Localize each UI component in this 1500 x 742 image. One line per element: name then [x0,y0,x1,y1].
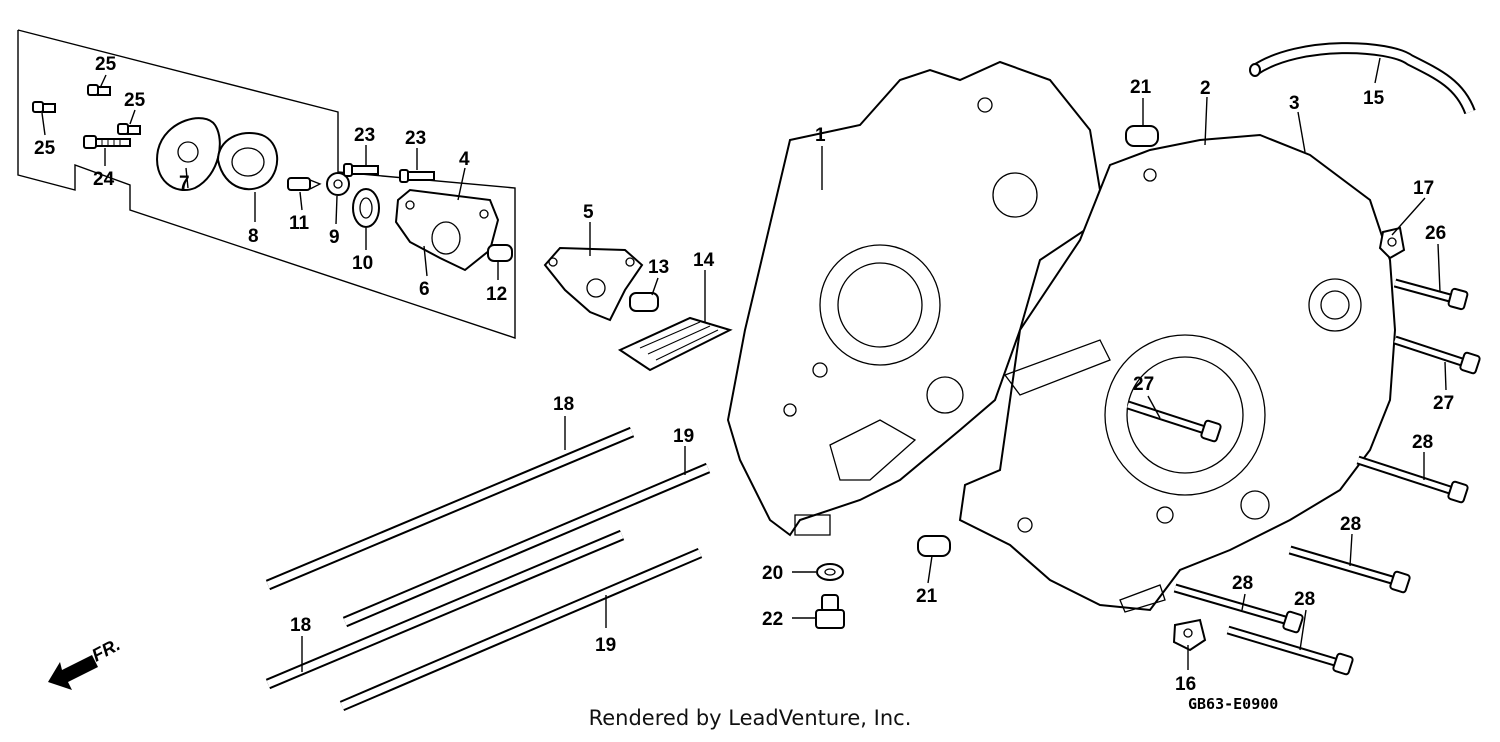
bolt-part-27b [1126,400,1222,443]
pin-part-11 [287,177,322,191]
callout-25c: 25 [124,90,146,111]
callout-23a: 23 [354,125,375,146]
collar-part-13 [629,292,659,312]
stud-part-19b [339,547,703,712]
bolt-part-28b [1288,545,1411,594]
callout-23b: 23 [405,128,426,149]
callout-25b: 25 [95,54,117,75]
callout-27a: 27 [1433,393,1454,414]
bolt-part-28c [1173,583,1304,634]
dowel-part-21b [917,535,951,557]
callout-labels: 1 2 3 4 5 6 7 8 9 10 11 12 13 14 15 16 1… [34,54,1454,695]
bolt-part-25c [117,123,141,135]
clamp-part-16 [1172,618,1207,652]
callout-28c: 28 [1232,573,1253,594]
callout-17: 17 [1413,178,1434,199]
crankcase-left-part-1 [726,60,1102,537]
callout-14: 14 [693,250,715,271]
bolt-part-24 [83,135,131,149]
callout-11: 11 [289,213,310,234]
callout-8: 8 [248,226,259,247]
callout-21b: 21 [916,586,938,607]
callout-28d: 28 [1294,589,1315,610]
crankcase-right-part-2-3 [958,133,1397,613]
callout-12: 12 [486,284,507,305]
screw-part-23b [399,169,435,183]
callout-19a: 19 [673,426,694,447]
callout-26: 26 [1425,223,1446,244]
callout-21a: 21 [1130,77,1152,98]
callout-1: 1 [815,125,826,146]
dowel-part-12 [487,244,513,262]
screw-part-23a [343,163,379,177]
callout-13: 13 [648,257,669,278]
callout-18b: 18 [290,615,311,636]
callout-4: 4 [459,149,470,170]
dowel-part-21a [1125,125,1159,147]
bolt-part-27a [1393,335,1481,375]
bolt-part-25b [87,84,111,96]
breather-hose-part-15 [1249,42,1476,115]
callout-2: 2 [1200,78,1211,99]
callout-28a: 28 [1412,432,1433,453]
callout-10: 10 [352,253,373,274]
credit-line: Rendered by LeadVenture, Inc. [588,706,912,730]
stud-part-18b [265,529,625,690]
gasket-part-8 [216,132,279,191]
pump-body-part-6 [394,188,500,272]
stud-part-19a [342,462,711,628]
callout-3: 3 [1289,93,1300,114]
oil-pump-panel [17,29,516,339]
callout-25a: 25 [34,138,56,159]
callout-6: 6 [419,279,430,300]
filter-screen-part-14 [617,316,733,372]
callout-22: 22 [762,609,783,630]
callout-5: 5 [583,202,594,223]
callout-24: 24 [93,169,115,190]
rotor-part-10 [352,188,380,228]
washer-part-20 [816,563,844,581]
callout-7: 7 [179,173,190,194]
bolt-part-25a [32,101,56,113]
leader-lines [41,57,1447,672]
callout-28b: 28 [1340,514,1361,535]
callout-18a: 18 [553,394,574,415]
callout-27b: 27 [1133,374,1154,395]
callout-16: 16 [1175,674,1196,695]
front-direction-arrow: FR. [48,634,123,690]
bolt-part-28d [1226,625,1354,676]
callout-9: 9 [329,227,340,248]
bolt-part-28a [1356,455,1469,504]
plate-part-5 [543,246,644,322]
stud-part-18a [265,426,635,591]
callout-20: 20 [762,563,783,584]
callout-19b: 19 [595,635,616,656]
drain-plug-part-22 [815,594,845,629]
gear-part-9 [326,172,350,196]
callout-15: 15 [1363,88,1385,109]
bolt-part-26 [1393,278,1469,311]
drawing-code: GB63-E0900 [1188,695,1278,713]
